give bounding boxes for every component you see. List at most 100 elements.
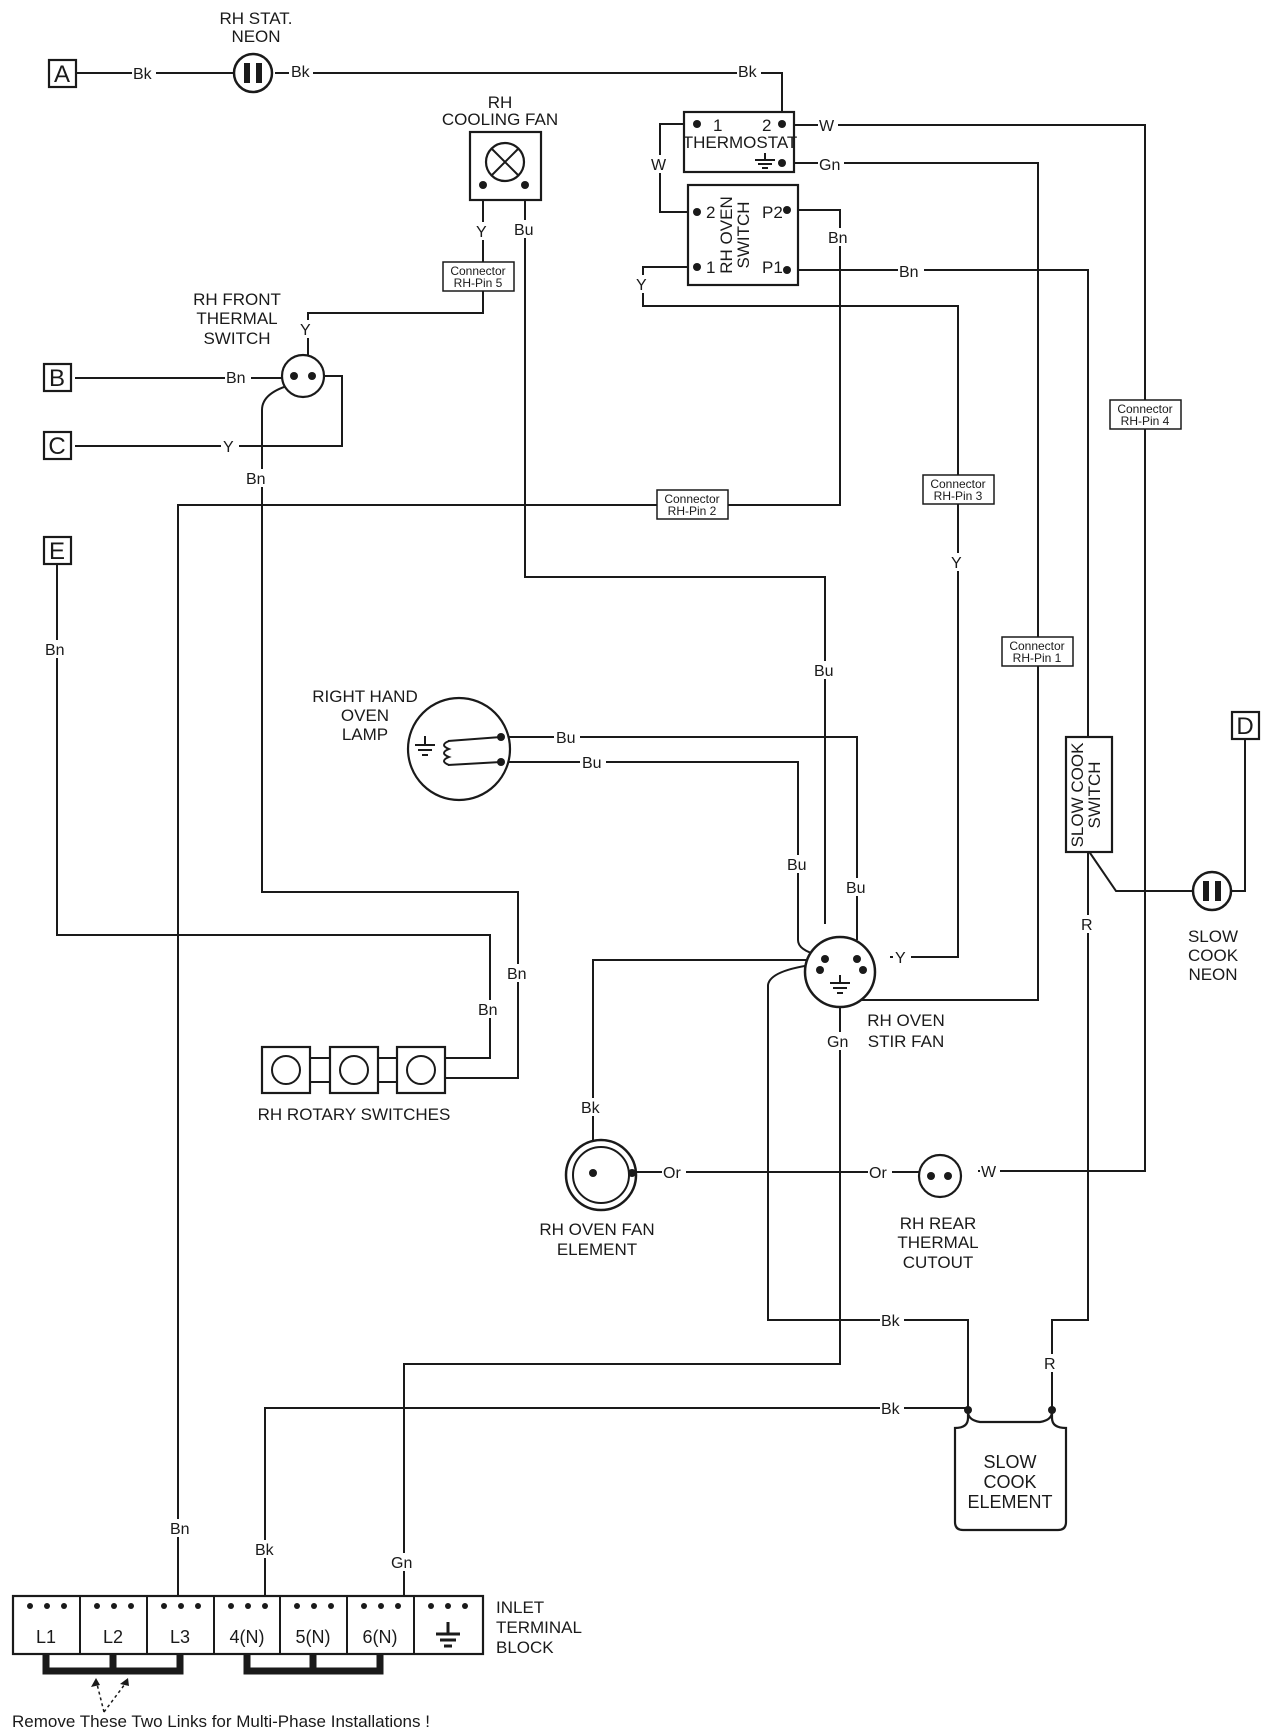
rh-oven-stir-fan: RH OVEN STIR FAN: [803, 935, 945, 1051]
svg-text:RH-Pin 2: RH-Pin 2: [668, 504, 717, 518]
terminal-screw-dot: [178, 1603, 184, 1609]
rh-oven-fan-element: RH OVEN FAN ELEMENT: [539, 1138, 655, 1259]
wire-label-bu-right: Bu: [844, 878, 870, 897]
svg-text:SLOW: SLOW: [983, 1452, 1036, 1472]
link-4n-6n: [243, 1654, 384, 1675]
connector-pin3: Connector RH-Pin 3: [922, 474, 995, 505]
terminal-c: C: [42, 430, 73, 461]
svg-text:RH OVEN FAN: RH OVEN FAN: [539, 1220, 654, 1239]
svg-text:R: R: [1081, 917, 1093, 934]
wire-label-bk-4n: Bk: [254, 1540, 278, 1559]
inlet-terminal-block: L1 L2 L3 4(N) 5(N) 6(N) INLET TERMINAL B…: [11, 1594, 582, 1713]
wire-label-r-element: R: [1043, 1354, 1059, 1373]
wire-label-w-cutout: W: [980, 1162, 1000, 1181]
svg-text:SWITCH: SWITCH: [734, 201, 753, 268]
svg-text:Y: Y: [223, 439, 234, 456]
wire-label-bu-lamp2: Bu: [580, 753, 606, 772]
wire-label-w-link: W: [650, 155, 670, 174]
svg-text:Bn: Bn: [170, 1521, 190, 1538]
terminal-l2: L2: [103, 1627, 123, 1647]
svg-text:RH STAT.: RH STAT.: [219, 9, 292, 28]
svg-text:Bn: Bn: [828, 230, 848, 247]
connector-pin4: Connector RH-Pin 4: [1109, 399, 1182, 430]
svg-text:Bu: Bu: [787, 857, 807, 874]
terminal-screw-dot: [361, 1603, 367, 1609]
svg-text:RH-Pin 5: RH-Pin 5: [454, 276, 503, 290]
connector-pin5: Connector RH-Pin 5: [442, 261, 515, 292]
svg-text:D: D: [1236, 713, 1253, 740]
svg-text:W: W: [651, 157, 667, 174]
svg-text:Bk: Bk: [581, 1100, 601, 1117]
svg-text:INLET: INLET: [496, 1598, 544, 1617]
wire-label-y-thermal: Y: [298, 320, 316, 339]
svg-text:Bn: Bn: [507, 966, 527, 983]
rh-stat-neon: RH STAT. NEON: [219, 9, 293, 94]
svg-text:Bn: Bn: [226, 370, 246, 387]
svg-text:CUTOUT: CUTOUT: [903, 1253, 974, 1272]
svg-text:Connector: Connector: [664, 492, 719, 506]
wire-label-bn-rotary2: Bn: [476, 1000, 502, 1019]
svg-text:Bn: Bn: [478, 1002, 498, 1019]
svg-text:P1: P1: [762, 258, 783, 277]
wire-label-bn-p1: Bn: [898, 262, 924, 281]
earth-icon: [755, 153, 775, 169]
earth-icon: [436, 1622, 460, 1648]
svg-text:ELEMENT: ELEMENT: [557, 1240, 637, 1259]
terminal-screw-dot: [61, 1603, 67, 1609]
wire-label-y-fan: Y: [474, 222, 492, 241]
svg-text:RH ROTARY SWITCHES: RH ROTARY SWITCHES: [258, 1105, 451, 1124]
footer-note: Remove These Two Links for Multi-Phase I…: [12, 1712, 430, 1731]
svg-text:NEON: NEON: [1188, 965, 1237, 984]
wire-label-bn-b: Bn: [225, 368, 251, 387]
svg-text:Bu: Bu: [846, 880, 866, 897]
terminal-screw-dot: [328, 1603, 334, 1609]
svg-text:RH-Pin 1: RH-Pin 1: [1013, 651, 1062, 665]
terminal-screw-dot: [195, 1603, 201, 1609]
earth-icon: [830, 975, 850, 994]
terminal-screw-dot: [445, 1603, 451, 1609]
wire-label-gn-thermostat: Gn: [818, 155, 844, 174]
svg-text:Bu: Bu: [582, 755, 602, 772]
wire-label-bn-rotary1: Bn: [505, 964, 531, 983]
svg-text:RH: RH: [488, 93, 513, 112]
terminal-screw-dot: [111, 1603, 117, 1609]
thermostat: 1 2 THERMOSTAT: [683, 110, 797, 174]
wire-label-bk-slowcook1: Bk: [880, 1311, 904, 1330]
rh-cooling-fan: RH COOLING FAN: [442, 93, 558, 202]
svg-text:SLOW: SLOW: [1188, 927, 1238, 946]
rh-rear-thermal-cutout: RH REAR THERMAL CUTOUT: [897, 1153, 979, 1272]
wire-label-bk-element: Bk: [580, 1098, 604, 1117]
svg-text:2: 2: [762, 116, 771, 135]
lamp-coil-icon: [443, 736, 502, 766]
terminal-screw-dot: [395, 1603, 401, 1609]
svg-text:OVEN: OVEN: [341, 706, 389, 725]
svg-text:1: 1: [706, 258, 715, 277]
wires: [56, 72, 1246, 1606]
rotary-knob-icon: [271, 1055, 436, 1085]
terminal-4n: 4(N): [230, 1627, 265, 1647]
slow-cook-element: SLOW COOK ELEMENT: [953, 1406, 1068, 1532]
wire-label-or-2: Or: [868, 1163, 892, 1182]
svg-text:NEON: NEON: [231, 27, 280, 46]
wire-label-bk-thermostat: Bk: [737, 62, 761, 81]
terminal-screw-dot: [128, 1603, 134, 1609]
svg-text:Bu: Bu: [514, 222, 534, 239]
terminal-screw-dot: [245, 1603, 251, 1609]
slow-cook-neon: SLOW COOK NEON: [1188, 870, 1239, 984]
svg-text:W: W: [819, 118, 835, 135]
terminal-screw-dot: [27, 1603, 33, 1609]
wire-label-y-pin3: Y: [949, 553, 967, 572]
terminal-screw-dot: [228, 1603, 234, 1609]
svg-text:Bu: Bu: [556, 730, 576, 747]
svg-text:RH FRONT: RH FRONT: [193, 290, 281, 309]
right-hand-oven-lamp: RIGHT HAND OVEN LAMP: [312, 687, 512, 802]
terminal-screw-dot: [462, 1603, 468, 1609]
svg-text:B: B: [49, 365, 65, 392]
svg-text:Bn: Bn: [899, 264, 919, 281]
wire-label-bn-thermal: Bn: [244, 469, 270, 488]
neon-icon: [1191, 870, 1233, 912]
svg-text:Y: Y: [476, 224, 487, 241]
terminal-l3: L3: [170, 1627, 190, 1647]
terminal-screw-dot: [428, 1603, 434, 1609]
